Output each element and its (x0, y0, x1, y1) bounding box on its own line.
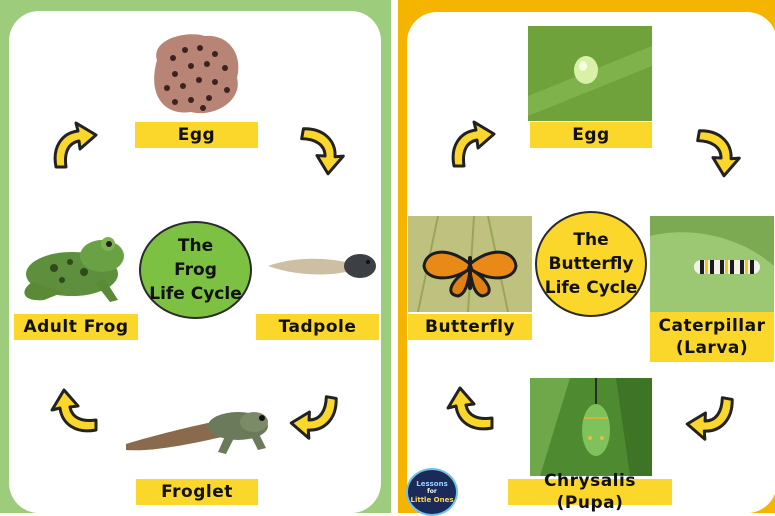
butterfly-egg-image (528, 26, 652, 121)
curved-arrow-icon (681, 117, 751, 187)
caterpillar-image (650, 216, 774, 312)
butterfly-title-line-3: Life Cycle (545, 276, 638, 300)
butterfly-stage-caterpillar-label: Caterpillar (Larva) (650, 312, 774, 362)
logo-line-1: Lessons (416, 480, 448, 488)
curved-arrow-icon (442, 116, 502, 176)
chrysalis-image (530, 378, 652, 476)
frog-title-line-3: Life Cycle (149, 282, 242, 306)
frog-stage-froglet-label: Froglet (136, 479, 258, 505)
froglet-image (122, 400, 277, 460)
butterfly-stage-egg-label: Egg (530, 122, 652, 148)
curved-arrow-icon (442, 380, 502, 440)
logo-line-3: Little Ones (411, 496, 454, 504)
butterfly-stage-chrysalis-label: Chrysalis (Pupa) (508, 479, 672, 505)
frog-stage-egg-label: Egg (135, 122, 258, 148)
butterfly-title-line-1: The (573, 228, 608, 252)
butterfly-image (408, 216, 532, 312)
curved-arrow-icon (285, 115, 355, 185)
butterfly-life-cycle-title-circle: The Butterfly Life Cycle (535, 211, 647, 317)
butterfly-life-cycle-panel: Egg The Butterfly Life Cycle Butterfly (398, 0, 775, 513)
curved-arrow-icon (46, 382, 106, 442)
frog-egg-image (145, 30, 245, 118)
curved-arrow-icon (676, 381, 746, 451)
butterfly-title-line-2: Butterfly (549, 252, 634, 276)
curved-arrow-icon (280, 380, 350, 450)
frog-life-cycle-title-circle: The Frog Life Cycle (139, 221, 252, 319)
lessons-for-little-ones-logo: Lessons for Little Ones (406, 468, 458, 516)
frog-stage-adult-label: Adult Frog (14, 314, 138, 340)
curved-arrow-icon (44, 117, 104, 177)
adult-frog-image (14, 222, 134, 306)
frog-stage-tadpole-label: Tadpole (256, 314, 379, 340)
logo-line-2: for (427, 488, 437, 496)
frog-title-line-2: Frog (174, 258, 217, 282)
tadpole-image (266, 246, 378, 286)
butterfly-stage-butterfly-label: Butterfly (408, 314, 532, 340)
frog-life-cycle-panel: Egg The Frog Life Cycle Adult Frog Tadpo… (0, 0, 391, 513)
frog-title-line-1: The (178, 234, 213, 258)
